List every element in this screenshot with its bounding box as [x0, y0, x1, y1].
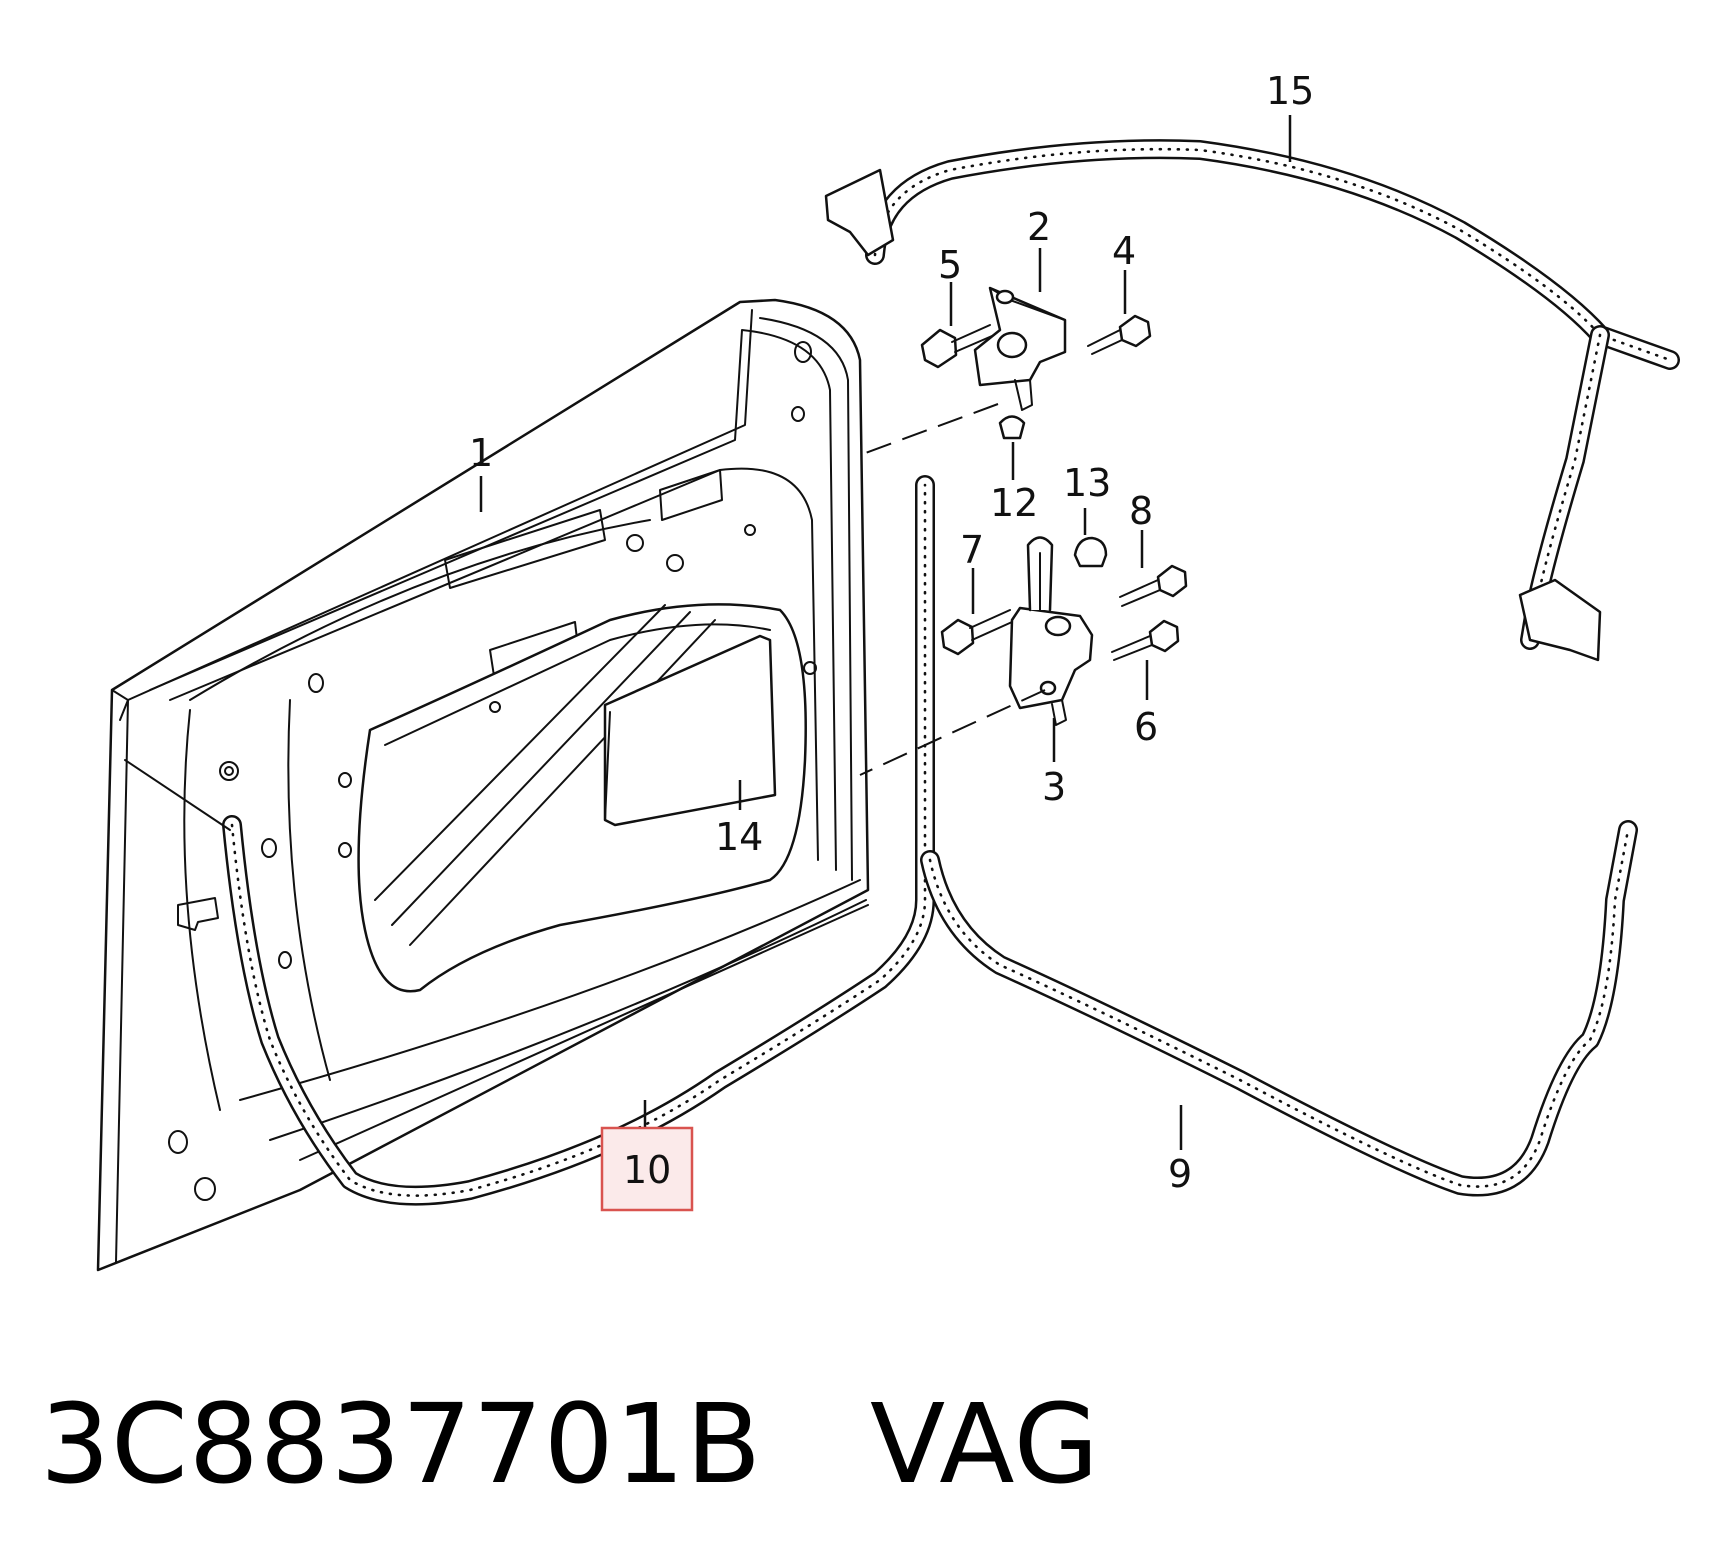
callout-15: 15 — [1266, 69, 1314, 113]
callout-7: 7 — [960, 528, 984, 572]
callout-9: 9 — [1168, 1152, 1192, 1196]
door-seal — [222, 475, 935, 1206]
leader-lines — [479, 115, 1292, 1150]
callout-10: 10 — [623, 1148, 671, 1192]
assembly-guide-lines — [124, 403, 1046, 831]
part-number-label: 3C8837701B VAG — [40, 1380, 1100, 1508]
callout-1: 1 — [469, 431, 493, 475]
bolt-7 — [940, 609, 1013, 656]
callout-14: 14 — [715, 815, 763, 859]
callout-4: 4 — [1112, 229, 1136, 273]
bolt-4 — [1087, 314, 1152, 355]
callout-5: 5 — [938, 243, 962, 287]
callout-8: 8 — [1129, 489, 1153, 533]
callout-3: 3 — [1042, 765, 1066, 809]
bolt-5 — [920, 324, 993, 369]
callout-13: 13 — [1063, 461, 1111, 505]
highlight-box — [600, 1126, 694, 1212]
bolt-8 — [1119, 564, 1188, 607]
cap-13 — [1073, 536, 1108, 568]
body-seal — [920, 820, 1638, 1197]
frame-seal — [824, 139, 1680, 662]
callout-6: 6 — [1134, 705, 1158, 749]
bolt-6 — [1111, 619, 1180, 661]
callouts: 1 2 3 4 5 6 7 8 9 10 12 13 14 15 — [469, 69, 1314, 1196]
lower-hinge — [1008, 536, 1094, 726]
upper-hinge — [973, 286, 1067, 440]
insulation-pad — [603, 634, 777, 827]
callout-2: 2 — [1027, 205, 1051, 249]
callout-12: 12 — [990, 481, 1038, 525]
